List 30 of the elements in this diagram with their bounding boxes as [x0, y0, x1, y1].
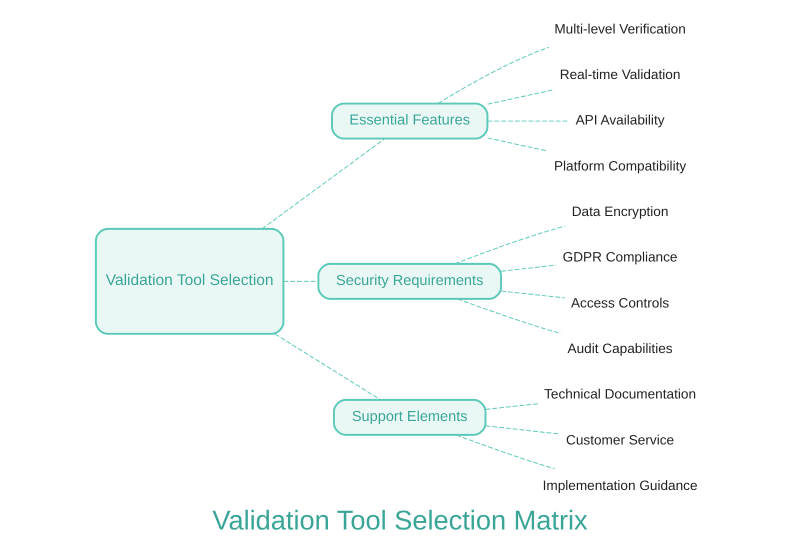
diagram-title: Validation Tool Selection Matrix [212, 504, 588, 536]
node-box: Support Elements [332, 398, 486, 436]
connector [454, 226, 566, 264]
connector [487, 89, 554, 105]
node-text: Implementation Guidance [542, 478, 698, 493]
node-text: Data Encryption [572, 204, 668, 219]
connector [282, 280, 319, 282]
node-box: Validation Tool Selection [94, 228, 284, 335]
node-box: Security Requirements [317, 262, 502, 300]
node-text: API Availability [576, 112, 665, 128]
node-text: Multi-level Verification [554, 21, 686, 36]
connector [456, 434, 556, 470]
node-text: Customer Service [566, 432, 674, 448]
connector [487, 137, 548, 152]
node-text: Access Controls [570, 295, 670, 310]
connector [487, 120, 570, 122]
node-text: Real-time Validation [560, 66, 680, 82]
node-text: Audit Capabilities [568, 340, 673, 356]
node-box: Essential Features [331, 102, 488, 140]
connector [456, 298, 562, 334]
connector [438, 46, 550, 104]
connector [262, 138, 386, 230]
node-text: Technical Documentation [544, 386, 696, 402]
node-text: GDPR Compliance [562, 250, 678, 265]
connector [274, 333, 382, 400]
connector [500, 290, 565, 298]
connector [485, 403, 539, 410]
connector [500, 264, 556, 272]
connector [485, 425, 560, 434]
node-text: Platform Compatibility [554, 158, 686, 174]
